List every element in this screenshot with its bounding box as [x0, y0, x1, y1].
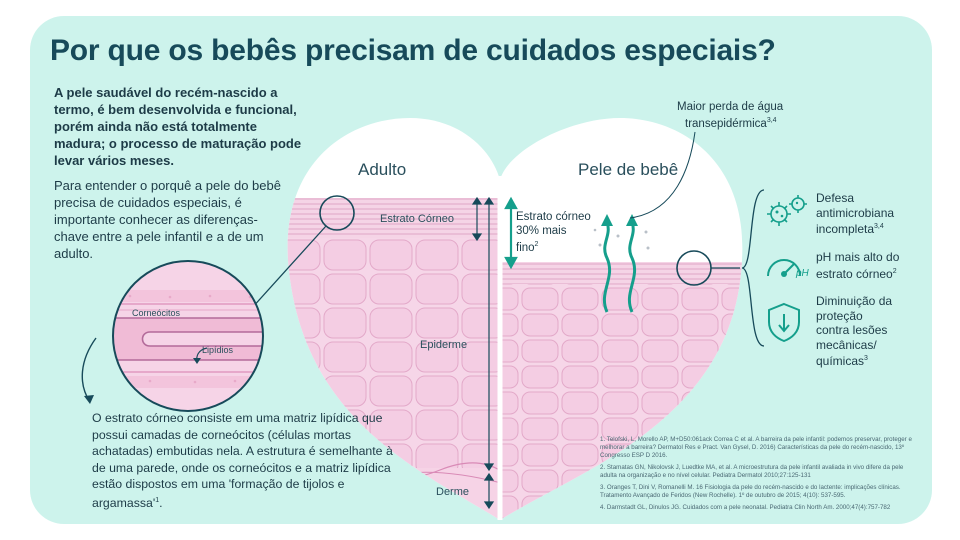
water-loss-arrows: [602, 221, 637, 313]
zoom-label-lipidios: Lipídios: [202, 345, 234, 355]
reference-4: 4. Darmstadt GL, Dinulos JG. Cuidados co…: [600, 504, 891, 511]
adult-heading: Adulto: [358, 160, 407, 179]
references: 1. Telofski, L, Morello AP, M+D50:061ack…: [600, 436, 920, 516]
explanation-text: O estrato córneo consiste em uma matriz …: [92, 411, 393, 510]
zoom-label-corneocitos: Corneócitos: [132, 308, 181, 318]
page-title: Por que os bebês precisam de cuidados es…: [50, 34, 776, 67]
side-point-antimicrobial: Defesa antimicrobiana incompleta3,4: [816, 191, 895, 236]
adult-label-estrato: Estrato Córneo: [380, 213, 454, 225]
baby-thinner-label: Estrato córneo 30% mais fino2: [516, 211, 591, 254]
ph-gauge-icon: [767, 259, 801, 277]
side-point-ph: pH mais alto do estrato córneo2: [816, 250, 900, 281]
adult-measure-arrows: [471, 196, 495, 510]
reference-2: 2. Stamatas GN, Nikolovsk J, Luedtke MA,…: [600, 464, 904, 479]
baby-heading: Pele de bebê: [578, 160, 679, 179]
baby-thin-arrow: [504, 196, 518, 270]
side-bracket: [741, 189, 765, 347]
water-loss-label: Maior perda de água transepidérmica3,4: [677, 101, 784, 130]
shield-arrow-icon: [768, 302, 800, 342]
side-point-protection: Diminuição da proteção contra lesões mec…: [816, 294, 893, 368]
microbe-icon: [767, 195, 807, 226]
ph-icon-text: pH: [796, 268, 809, 279]
reference-3: 3. Oranges T, Dini V, Romanelli M. 16 Fi…: [600, 484, 901, 499]
reference-1: 1. Telofski, L, Morello AP, M+D50:061ack…: [600, 436, 912, 459]
intro-text: Para entender o porquê a pele do bebê pr…: [54, 178, 281, 261]
adult-label-derme: Derme: [436, 486, 470, 498]
zoom-circle: [112, 260, 264, 412]
intro-bold-text: A pele saudável do recém-nascido a termo…: [54, 85, 302, 168]
explanation-arrow: [81, 337, 97, 403]
adult-magnifier: [319, 195, 355, 231]
adult-label-epiderme: Epiderme: [420, 339, 468, 351]
water-loss-pointer: [629, 131, 696, 219]
